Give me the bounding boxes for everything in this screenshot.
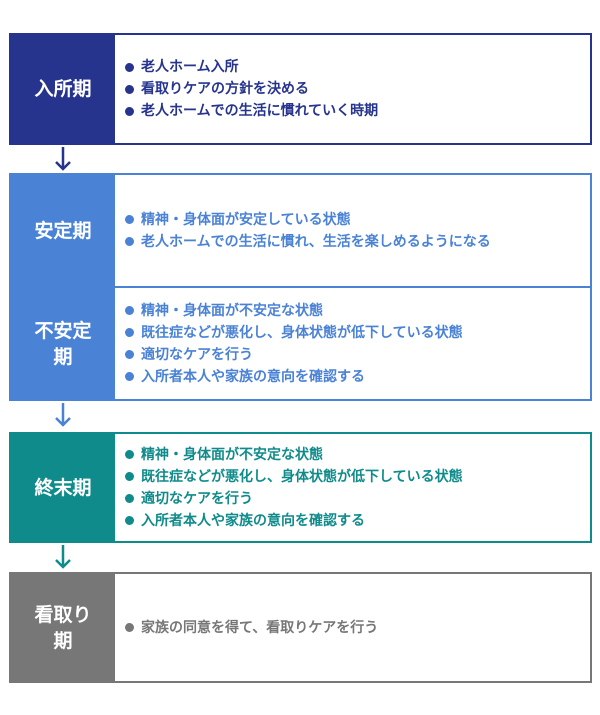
bullet-dot-icon: [125, 62, 134, 72]
stage-stable: 安定期 精神・身体面が安定している状態 老人ホームでの生活に慣れ、生活を楽しめる…: [11, 175, 590, 286]
stage-terminal: 終末期 精神・身体面が不安定な状態 既往症などが悪化し、身体状態が低下している状…: [9, 432, 592, 543]
stage-content: 精神・身体面が不安定な状態 既往症などが悪化し、身体状態が低下している状態 適切…: [115, 434, 590, 541]
stage-label: 終末期: [11, 434, 115, 541]
bullet-dot-icon: [125, 306, 134, 315]
list-item: 精神・身体面が安定している状態: [125, 209, 590, 231]
stage-label: 入所期: [11, 35, 115, 143]
bullet-dot-icon: [125, 328, 134, 337]
stage-label: 不安定期: [11, 288, 115, 399]
list-item: 精神・身体面が不安定な状態: [125, 300, 590, 322]
stage-group-stable-unstable: 安定期 精神・身体面が安定している状態 老人ホームでの生活に慣れ、生活を楽しめる…: [9, 173, 592, 401]
divider: [11, 286, 590, 288]
down-arrow-icon: [55, 545, 71, 569]
stage-end-of-life: 看取り期 家族の同意を得て、看取りケアを行う: [9, 572, 592, 683]
stage-content: 老人ホーム入所 看取りケアの方針を決める 老人ホームでの生活に慣れていく時期: [115, 35, 590, 143]
bullet-dot-icon: [125, 237, 134, 246]
list-item: 既往症などが悪化し、身体状態が低下している状態: [125, 466, 584, 488]
bullet-dot-icon: [125, 494, 134, 503]
stage-content: 精神・身体面が安定している状態 老人ホームでの生活に慣れ、生活を楽しめるようにな…: [115, 175, 590, 286]
bullet-dot-icon: [125, 623, 134, 632]
list-item: 入所者本人や家族の意向を確認する: [125, 366, 590, 388]
stage-admission: 入所期 老人ホーム入所 看取りケアの方針を決める 老人ホームでの生活に慣れていく…: [9, 33, 592, 145]
list-item: 看取りケアの方針を決める: [125, 78, 584, 100]
bullet-dot-icon: [125, 350, 134, 359]
list-item: 精神・身体面が不安定な状態: [125, 444, 584, 466]
list-item: 老人ホームでの生活に慣れていく時期: [125, 100, 584, 122]
stage-content: 精神・身体面が不安定な状態 既往症などが悪化し、身体状態が低下している状態 適切…: [115, 288, 590, 399]
stage-content: 家族の同意を得て、看取りケアを行う: [115, 574, 590, 681]
bullet-dot-icon: [125, 516, 134, 525]
bullet-dot-icon: [125, 106, 134, 116]
bullet-dot-icon: [125, 372, 134, 381]
bullet-dot-icon: [125, 472, 134, 481]
list-item: 適切なケアを行う: [125, 488, 584, 510]
down-arrow-icon: [55, 147, 71, 171]
stage-label: 安定期: [11, 175, 115, 286]
down-arrow-icon: [55, 403, 71, 427]
list-item: 家族の同意を得て、看取りケアを行う: [125, 617, 584, 639]
list-item: 老人ホーム入所: [125, 56, 584, 78]
bullet-dot-icon: [125, 84, 134, 94]
stage-label: 看取り期: [11, 574, 115, 681]
list-item: 入所者本人や家族の意向を確認する: [125, 510, 584, 532]
stage-unstable: 不安定期 精神・身体面が不安定な状態 既往症などが悪化し、身体状態が低下している…: [11, 288, 590, 399]
list-item: 老人ホームでの生活に慣れ、生活を楽しめるようになる: [125, 231, 590, 253]
list-item: 適切なケアを行う: [125, 344, 590, 366]
list-item: 既往症などが悪化し、身体状態が低下している状態: [125, 322, 590, 344]
bullet-dot-icon: [125, 450, 134, 459]
bullet-dot-icon: [125, 215, 134, 224]
